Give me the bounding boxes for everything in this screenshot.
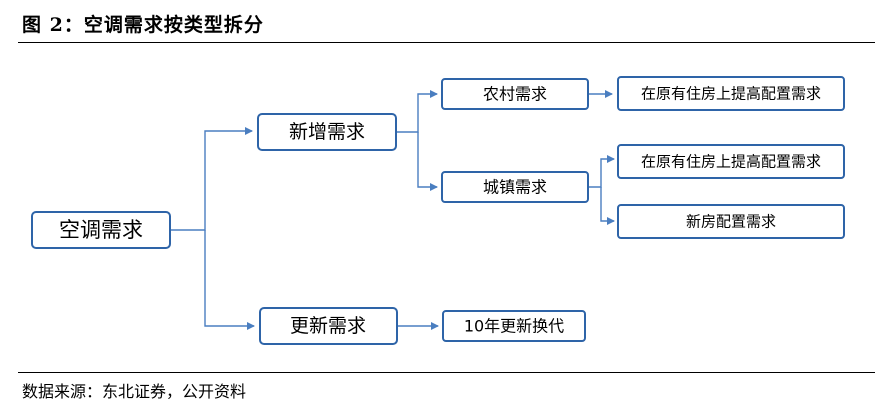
figure-source: 数据来源：东北证券，公开资料: [22, 382, 247, 401]
connector-urban-to-newhouse: [600, 187, 615, 225]
node-rural-upgrade: 在原有住房上提高配置需求: [617, 76, 845, 111]
connectors: [170, 90, 615, 330]
node-new-demand-label: 新增需求: [289, 121, 365, 143]
node-new-house: 新房配置需求: [617, 204, 845, 239]
node-new-demand: 新增需求: [257, 113, 397, 151]
node-ten-year: 10年更新换代: [442, 310, 586, 342]
node-new-house-label: 新房配置需求: [686, 213, 776, 231]
node-rural-label: 农村需求: [483, 85, 547, 104]
node-urban-upgrade: 在原有住房上提高配置需求: [617, 144, 845, 179]
connector-urban-to-upgrade: [588, 155, 615, 188]
connector-root-to-new: [170, 127, 253, 231]
source-rule: [18, 372, 875, 373]
node-ten-year-label: 10年更新换代: [464, 317, 564, 336]
title-rule: [18, 42, 875, 43]
node-urban-label: 城镇需求: [483, 178, 547, 197]
figure-title: 图 2：空调需求按类型拆分: [22, 14, 264, 36]
node-replace-demand: 更新需求: [259, 307, 398, 345]
node-urban-upgrade-label: 在原有住房上提高配置需求: [641, 153, 821, 171]
node-rural-upgrade-label: 在原有住房上提高配置需求: [641, 85, 821, 103]
node-urban: 城镇需求: [441, 171, 589, 203]
connector-root-to-replace: [204, 230, 255, 330]
node-rural: 农村需求: [441, 78, 589, 110]
connector-new-to-rural: [396, 90, 438, 133]
connector-new-to-urban: [417, 132, 438, 191]
node-root: 空调需求: [31, 211, 171, 249]
node-replace-demand-label: 更新需求: [290, 315, 366, 337]
node-root-label: 空调需求: [59, 218, 143, 242]
